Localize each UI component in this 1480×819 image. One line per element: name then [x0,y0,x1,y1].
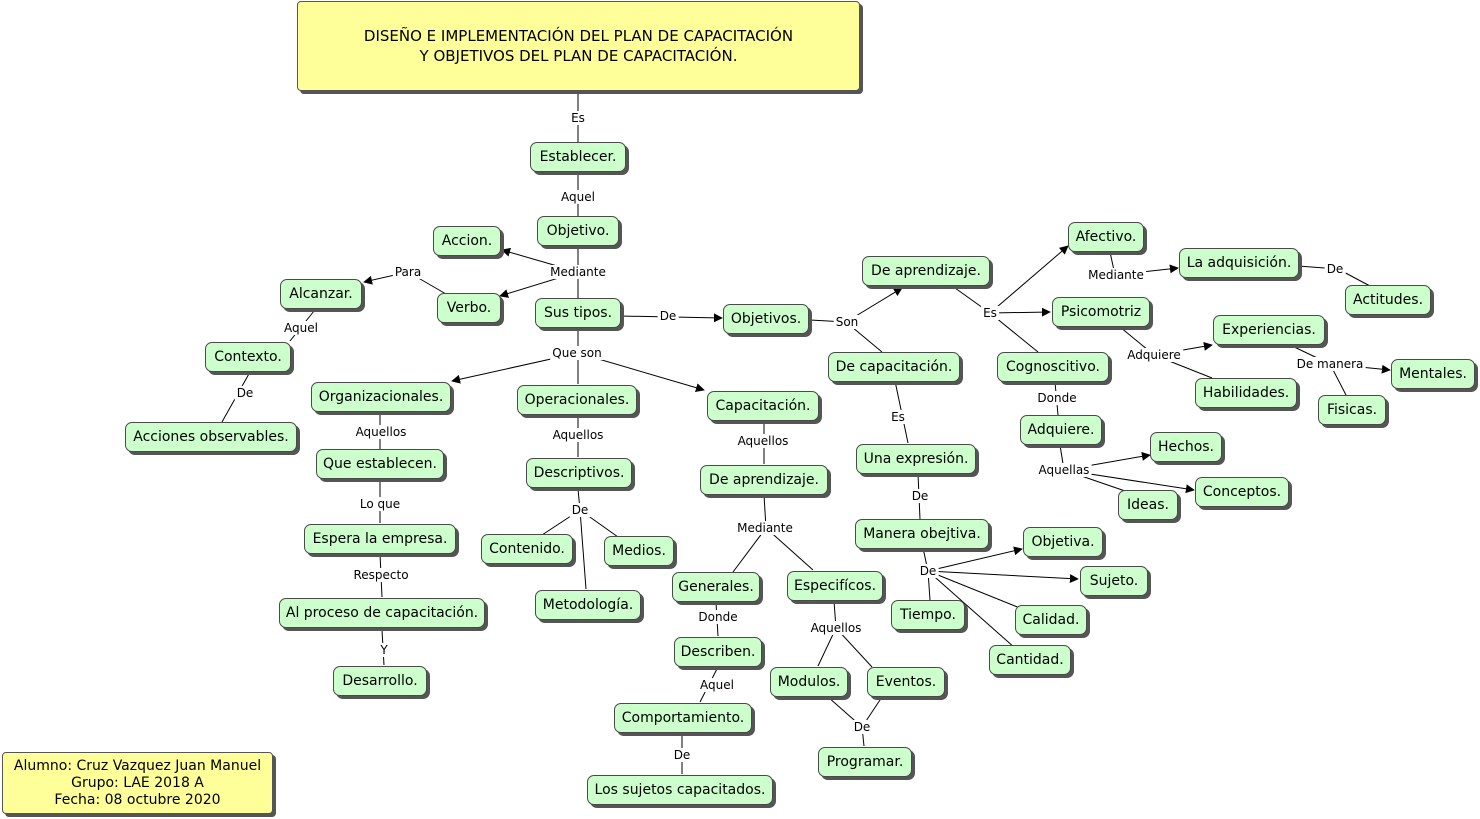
title-line-1: DISEÑO E IMPLEMENTACIÓN DEL PLAN DE CAPA… [363,27,794,45]
link-de-manera: De manera [1294,357,1366,371]
link-es-expresion: Es [889,410,907,424]
map-title: DISEÑO E IMPLEMENTACIÓN DEL PLAN DE CAPA… [297,1,860,91]
link-mediante-generales: Mediante [735,521,795,535]
node-de-capacitacion[interactable]: De capacitación. [828,352,960,382]
link-aquellos-capacitacion: Aquellos [735,434,791,448]
node-fisicas[interactable]: Fisicas. [1318,395,1386,425]
link-aquellos-operacionales: Aquellos [550,428,606,442]
link-para: Para [392,265,424,279]
student-group: Grupo: LAE 2018 A [71,774,204,791]
student-name: Alumno: Cruz Vazquez Juan Manuel [13,757,262,774]
node-conceptos[interactable]: Conceptos. [1195,477,1289,507]
link-donde-describen: Donde [696,610,740,624]
student-date: Fecha: 08 octubre 2020 [54,791,221,808]
node-generales[interactable]: Generales. [672,572,760,602]
link-aquel-objetivo: Aquel [559,190,597,204]
link-donde-adquiere: Donde [1035,391,1079,405]
node-sus-tipos[interactable]: Sus tipos. [535,298,621,328]
node-establecer[interactable]: Establecer. [530,142,626,172]
node-metodologia[interactable]: Metodología. [535,590,641,620]
node-comportamiento[interactable]: Comportamiento. [614,703,752,733]
node-manera-objetiva[interactable]: Manera obejtiva. [855,519,989,549]
node-cognoscitivo[interactable]: Cognoscitivo. [997,352,1109,382]
link-son: Son [833,315,861,329]
node-la-adquisicion[interactable]: La adquisición. [1179,248,1299,278]
node-hechos[interactable]: Hechos. [1150,432,1222,462]
link-aquel-contexto: Aquel [282,321,320,335]
link-que-son: Que son [550,346,604,360]
link-de-programar: De [851,720,873,734]
title-line-2: Y OBJETIVOS DEL PLAN DE CAPACITACIÓN. [419,47,738,65]
node-desarrollo[interactable]: Desarrollo. [333,666,427,696]
node-eventos[interactable]: Eventos. [867,667,945,697]
node-describen[interactable]: Describen. [674,637,762,667]
node-tiempo[interactable]: Tiempo. [891,600,965,630]
node-contexto[interactable]: Contexto. [205,342,291,372]
node-habilidades[interactable]: Habilidades. [1195,378,1297,408]
node-calidad[interactable]: Calidad. [1015,605,1087,635]
link-de-manera-objetiva: De [909,489,931,503]
link-de-sujetos: De [671,748,693,762]
node-descriptivos[interactable]: Descriptivos. [526,458,632,488]
node-una-expresion[interactable]: Una expresión. [856,444,976,474]
node-contenido[interactable]: Contenido. [481,534,573,564]
link-es-tipos-aprendizaje: Es [981,306,999,320]
node-especificos[interactable]: Especifícos. [787,571,883,601]
node-objetivo[interactable]: Objetivo. [537,216,619,246]
link-de-descriptivos: De [569,503,591,517]
node-acciones-observables[interactable]: Acciones observables. [125,422,297,452]
link-mediante-accion: Mediante [548,265,608,279]
link-de-actitudes: De [1324,262,1346,276]
node-sujeto[interactable]: Sujeto. [1080,566,1148,596]
link-mediante-adquisicion: Mediante [1086,268,1146,282]
link-respecto: Respecto [351,568,411,582]
node-al-proceso[interactable]: Al proceso de capacitación. [279,598,485,628]
link-aquellos-especificos: Aquellos [808,621,864,635]
link-es-establecer: Es [569,111,587,125]
link-de-acciones: De [234,386,256,400]
node-accion[interactable]: Accion. [433,226,501,256]
node-organizacionales[interactable]: Organizacionales. [311,382,451,412]
link-aquellos-organizacionales: Aquellos [353,425,409,439]
node-objetiva[interactable]: Objetiva. [1023,527,1103,557]
node-que-establecen[interactable]: Que establecen. [316,449,444,479]
link-aquellas: Aquellas [1036,463,1092,477]
link-de-criterios: De [917,564,939,578]
node-verbo[interactable]: Verbo. [437,293,501,323]
node-cantidad[interactable]: Cantidad. [989,645,1071,675]
link-de-objetivos: De [657,309,679,323]
node-adquiere[interactable]: Adquiere. [1020,415,1102,445]
node-modulos[interactable]: Modulos. [770,667,848,697]
node-medios[interactable]: Medios. [604,536,674,566]
link-aquel-comportamiento: Aquel [698,678,736,692]
node-sujetos-capacitados[interactable]: Los sujetos capacitados. [587,775,773,805]
node-de-aprendizaje-capacitacion[interactable]: De aprendizaje. [700,465,828,495]
node-objetivos[interactable]: Objetivos. [723,304,809,334]
node-alcanzar[interactable]: Alcanzar. [280,279,362,309]
student-info-box: Alumno: Cruz Vazquez Juan Manuel Grupo: … [2,752,273,814]
node-espera-empresa[interactable]: Espera la empresa. [304,524,456,554]
node-operacionales[interactable]: Operacionales. [517,385,637,415]
node-capacitacion[interactable]: Capacitación. [707,391,819,421]
link-adquiere: Adquiere [1125,348,1183,362]
node-ideas[interactable]: Ideas. [1118,490,1178,520]
node-actitudes[interactable]: Actitudes. [1345,285,1431,315]
node-afectivo[interactable]: Afectivo. [1068,222,1144,252]
node-programar[interactable]: Programar. [818,747,912,777]
node-de-aprendizaje-tipo[interactable]: De aprendizaje. [862,256,990,286]
node-mentales[interactable]: Mentales. [1391,359,1475,389]
link-lo-que: Lo que [357,497,403,511]
node-psicomotriz[interactable]: Psicomotriz [1052,297,1150,327]
node-experiencias[interactable]: Experiencias. [1213,315,1325,345]
link-y: Y [378,643,390,657]
